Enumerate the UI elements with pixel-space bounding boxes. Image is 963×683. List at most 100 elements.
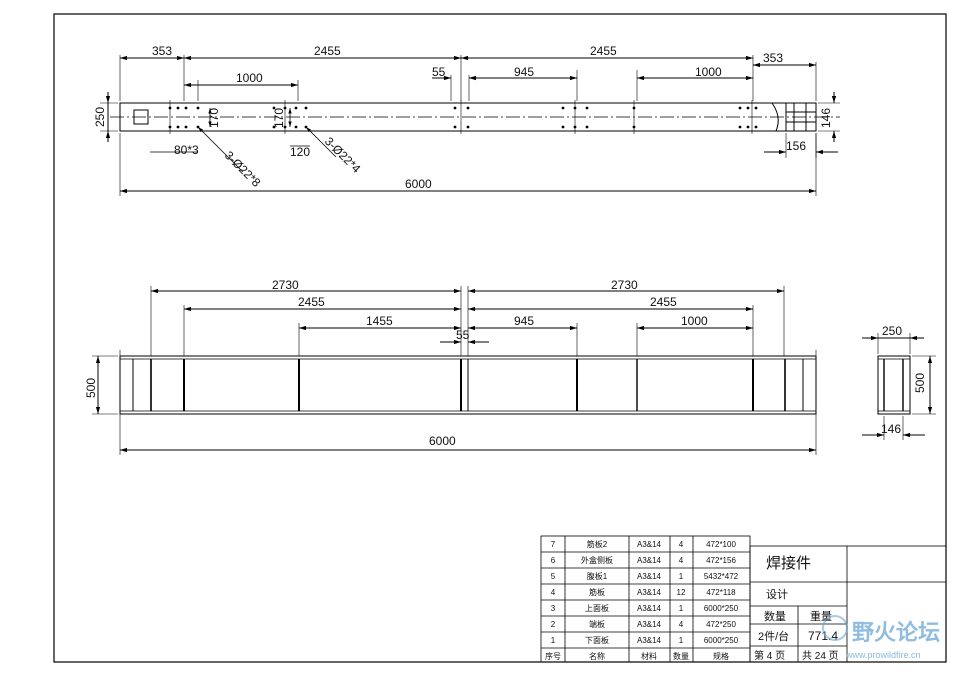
svg-text:6: 6 xyxy=(551,556,556,565)
dim-170-a: 170 xyxy=(207,108,221,128)
front-view-dimension-labels: 2730 2730 2455 2455 1455 945 1000 55 500… xyxy=(84,278,708,448)
svg-text:1: 1 xyxy=(679,636,684,645)
watermark-name: 野火论坛 xyxy=(852,620,940,645)
svg-text:5432*472: 5432*472 xyxy=(704,572,739,581)
title-block xyxy=(749,545,947,663)
svg-text:A3&14: A3&14 xyxy=(637,620,662,629)
front-view xyxy=(92,286,817,455)
svg-text:名称: 名称 xyxy=(589,651,605,661)
front-dim-1455: 1455 xyxy=(366,314,393,328)
watermark-url: www.prowildfire.cn xyxy=(845,650,921,660)
dim-250: 250 xyxy=(93,107,107,127)
end-box-right xyxy=(785,102,817,132)
table-row: 7 筋板2 A3&14 4 472*100 xyxy=(551,539,737,549)
flame-logo-icon xyxy=(822,615,848,641)
svg-text:序号: 序号 xyxy=(545,651,561,661)
table-row: 6 外盒侧板 A3&14 4 472*156 xyxy=(551,555,737,565)
side-dim-146: 146 xyxy=(881,422,901,436)
top-view xyxy=(100,55,840,196)
dim-2455-right: 2455 xyxy=(590,44,617,58)
hole-callout-1: 3-Ø22*8 xyxy=(222,148,264,190)
side-view-outline xyxy=(877,355,911,415)
parts-table-cells: 7 筋板2 A3&14 4 472*100 6 外盒侧板 A3&14 4 472… xyxy=(545,539,739,661)
svg-text:6000*250: 6000*250 xyxy=(704,636,739,645)
svg-text:A3&14: A3&14 xyxy=(637,572,662,581)
svg-text:下面板: 下面板 xyxy=(585,635,609,645)
svg-text:7: 7 xyxy=(551,540,556,549)
hole-callout-2: 3-Ø22*4 xyxy=(322,134,364,176)
dim-1000-right: 1000 xyxy=(695,65,722,79)
svg-text:数量: 数量 xyxy=(673,651,689,661)
dim-1000-left: 1000 xyxy=(236,71,263,85)
side-view-dimension-labels: 250 500 146 xyxy=(881,324,927,436)
table-header-row: 序号 名称 材料 数量 规格 xyxy=(545,651,729,661)
front-dim-500: 500 xyxy=(84,378,98,398)
svg-text:472*156: 472*156 xyxy=(706,556,736,565)
front-dim-1000: 1000 xyxy=(681,314,708,328)
svg-text:筋板: 筋板 xyxy=(589,587,605,597)
svg-text:A3&14: A3&14 xyxy=(637,540,662,549)
table-row: 5 腹板1 A3&14 1 5432*472 xyxy=(551,571,739,581)
table-row: 4 筋板 A3&14 12 472*118 xyxy=(551,587,736,597)
page-number: 第 4 页 xyxy=(754,649,785,662)
dim-120: 120 xyxy=(290,145,310,159)
svg-text:4: 4 xyxy=(679,556,684,565)
svg-text:4: 4 xyxy=(679,540,684,549)
top-view-dimension-labels: 353 2455 2455 1000 55 945 1000 353 250 1… xyxy=(93,44,833,191)
svg-text:4: 4 xyxy=(551,588,556,597)
svg-text:外盒侧板: 外盒侧板 xyxy=(581,555,613,565)
front-dim-2455-right: 2455 xyxy=(650,295,677,309)
svg-text:1: 1 xyxy=(679,604,684,613)
bolt-holes xyxy=(168,106,758,129)
svg-text:A3&14: A3&14 xyxy=(637,636,662,645)
dim-353-left: 353 xyxy=(152,44,172,58)
svg-text:规格: 规格 xyxy=(713,651,729,661)
front-dim-2730-left: 2730 xyxy=(272,278,299,292)
forum-watermark: 野火论坛 www.prowildfire.cn xyxy=(822,615,940,660)
table-row: 1 下面板 A3&14 1 6000*250 xyxy=(551,635,739,645)
svg-text:1: 1 xyxy=(679,572,684,581)
drawing-border xyxy=(53,13,947,663)
dim-353-right: 353 xyxy=(763,51,783,65)
svg-text:腹板1: 腹板1 xyxy=(587,571,608,581)
title-block-text: 焊接件 设计 数量 重量 2件/台 771.4 第 4 页 共 24 页 xyxy=(754,555,839,662)
design-label: 设计 xyxy=(766,588,788,601)
front-dim-945: 945 xyxy=(514,314,534,328)
svg-text:筋板2: 筋板2 xyxy=(587,539,608,549)
side-view xyxy=(862,333,936,440)
svg-text:3: 3 xyxy=(551,604,556,613)
svg-text:6000*250: 6000*250 xyxy=(704,604,739,613)
weight-label: 重量 xyxy=(810,609,832,623)
svg-text:A3&14: A3&14 xyxy=(637,604,662,613)
page-total: 共 24 页 xyxy=(802,650,839,662)
dim-146: 146 xyxy=(819,108,833,128)
svg-text:端板: 端板 xyxy=(589,619,605,629)
dim-80x3: 80*3 xyxy=(174,143,199,157)
table-row: 3 上面板 A3&14 1 6000*250 xyxy=(551,603,739,613)
front-dim-2455-left: 2455 xyxy=(298,295,325,309)
dim-156: 156 xyxy=(786,139,806,153)
svg-text:1: 1 xyxy=(551,636,556,645)
dim-170-b: 170 xyxy=(272,108,286,128)
dim-2455-left: 2455 xyxy=(314,44,341,58)
side-dim-500: 500 xyxy=(913,373,927,393)
side-dim-250: 250 xyxy=(882,324,902,338)
svg-text:上面板: 上面板 xyxy=(585,603,609,613)
dim-945: 945 xyxy=(514,65,534,79)
front-dim-2730-right: 2730 xyxy=(611,278,638,292)
quantity-value: 2件/台 xyxy=(758,629,789,643)
svg-text:472*118: 472*118 xyxy=(706,588,736,597)
svg-text:A3&14: A3&14 xyxy=(637,556,662,565)
svg-text:材料: 材料 xyxy=(641,651,657,661)
svg-text:472*100: 472*100 xyxy=(706,540,736,549)
svg-text:2: 2 xyxy=(551,620,556,629)
dim-6000: 6000 xyxy=(405,177,432,191)
svg-text:12: 12 xyxy=(677,588,686,597)
dim-55: 55 xyxy=(432,65,446,79)
table-row: 2 端板 A3&14 4 472*250 xyxy=(551,619,737,629)
svg-text:5: 5 xyxy=(551,572,556,581)
svg-text:472*250: 472*250 xyxy=(706,620,736,629)
drawing-title: 焊接件 xyxy=(766,555,811,572)
